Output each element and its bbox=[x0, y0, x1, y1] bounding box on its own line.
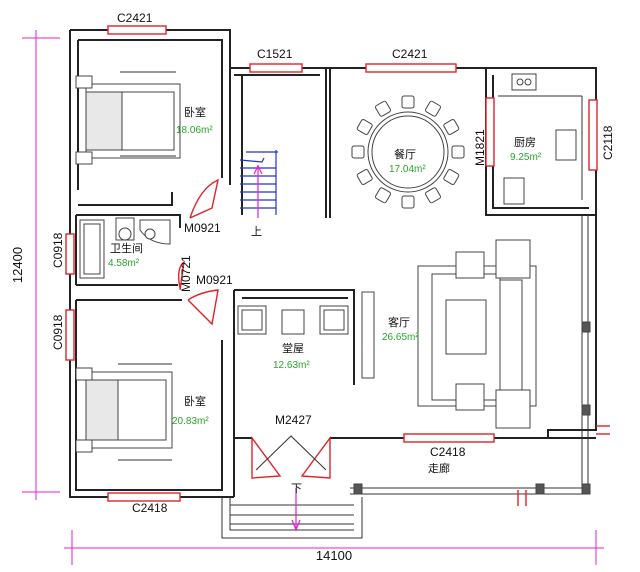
overall-height-dimension: 12400 bbox=[10, 247, 25, 283]
window-bed-bottom-left bbox=[65, 309, 75, 361]
dining-table bbox=[351, 95, 465, 209]
room-name-bedroom-top: 卧室 bbox=[184, 105, 206, 119]
label-window-top-dining: C2421 bbox=[392, 47, 428, 61]
window-top-left bbox=[107, 25, 167, 35]
bed-top bbox=[75, 71, 181, 165]
label-window-kitchen: C2118 bbox=[601, 125, 615, 160]
dining-chair bbox=[425, 100, 441, 117]
window-top-dining bbox=[365, 63, 457, 73]
room-area-bedroom-bottom: 20.83m² bbox=[172, 416, 209, 427]
corridor-outline bbox=[221, 215, 591, 539]
label-door-main: M2427 bbox=[275, 413, 312, 427]
door-kitchen bbox=[485, 97, 495, 167]
door-main-left bbox=[251, 435, 282, 479]
dining-chair bbox=[351, 145, 365, 159]
dining-chair bbox=[443, 169, 460, 185]
dining-chair bbox=[356, 169, 373, 185]
door-main-right bbox=[300, 435, 331, 479]
windows bbox=[65, 25, 598, 502]
label-door-kitchen: M1821 bbox=[473, 129, 487, 166]
window-bath bbox=[65, 233, 75, 275]
hall-furniture bbox=[237, 305, 349, 335]
room-name-living: 客厅 bbox=[388, 315, 410, 329]
stair-down-label: 下 bbox=[291, 482, 302, 495]
bed-bottom bbox=[75, 363, 173, 461]
door-bed-bottom bbox=[187, 289, 219, 326]
label-window-bed-bottom: C2418 bbox=[132, 501, 168, 515]
opening-labels: C2421 C1521 C2421 M1821 C2118 M0921 M072… bbox=[51, 11, 615, 515]
room-name-bathroom: 卫生间 bbox=[110, 241, 143, 255]
label-door-bed-top: M0921 bbox=[184, 221, 221, 235]
dining-chair bbox=[401, 95, 415, 109]
room-area-living: 26.65m² bbox=[382, 332, 419, 343]
room-area-kitchen: 9.25m² bbox=[510, 152, 542, 163]
bathroom-fixtures bbox=[79, 217, 171, 279]
doors bbox=[177, 178, 331, 479]
room-name-dining: 餐厅 bbox=[394, 147, 416, 161]
staircase bbox=[239, 150, 301, 532]
door-bed-top bbox=[189, 178, 219, 219]
label-window-living-bottom: C2418 bbox=[430, 445, 466, 459]
dining-chair bbox=[356, 119, 373, 135]
room-name-hall: 堂屋 bbox=[282, 342, 304, 355]
dining-chair bbox=[375, 100, 391, 117]
dining-chair bbox=[425, 187, 441, 204]
room-area-bathroom: 4.58m² bbox=[108, 258, 140, 269]
label-window-top-mid: C1521 bbox=[257, 47, 293, 61]
window-living-bottom bbox=[403, 433, 495, 443]
door-bath bbox=[177, 260, 185, 291]
window-top-mid bbox=[249, 63, 303, 73]
overall-width-dimension: 14100 bbox=[316, 548, 352, 563]
room-area-dining: 17.04m² bbox=[389, 164, 426, 175]
dining-chair bbox=[401, 195, 415, 209]
room-name-corridor: 走廊 bbox=[428, 461, 450, 475]
label-door-bath: M0721 bbox=[179, 255, 193, 292]
dining-chair bbox=[443, 119, 460, 135]
room-name-kitchen: 厨房 bbox=[514, 136, 536, 149]
living-furniture bbox=[361, 239, 537, 429]
label-door-bed-bottom: M0921 bbox=[196, 273, 233, 287]
room-labels: 卧室 18.06m² 卫生间 4.58m² 卧室 20.83m² 堂屋 12.6… bbox=[108, 105, 542, 475]
label-window-bed-bottom-left: C0918 bbox=[51, 314, 65, 350]
dining-chair bbox=[451, 145, 465, 159]
outdoor-fixture bbox=[517, 425, 610, 506]
label-window-top-left: C2421 bbox=[117, 11, 153, 25]
room-name-bedroom-bottom: 卧室 bbox=[184, 394, 206, 408]
window-bed-bottom bbox=[107, 492, 181, 502]
kitchen-fixtures bbox=[498, 73, 583, 205]
room-area-hall: 12.63m² bbox=[273, 360, 310, 371]
dining-chair bbox=[375, 187, 391, 204]
dimension-lines bbox=[22, 30, 604, 565]
stair-up-label: 上 bbox=[251, 225, 262, 238]
label-window-bath: C0918 bbox=[51, 232, 65, 268]
window-kitchen bbox=[588, 99, 598, 171]
interior-walls bbox=[75, 30, 596, 491]
room-area-bedroom-top: 18.06m² bbox=[176, 125, 213, 136]
